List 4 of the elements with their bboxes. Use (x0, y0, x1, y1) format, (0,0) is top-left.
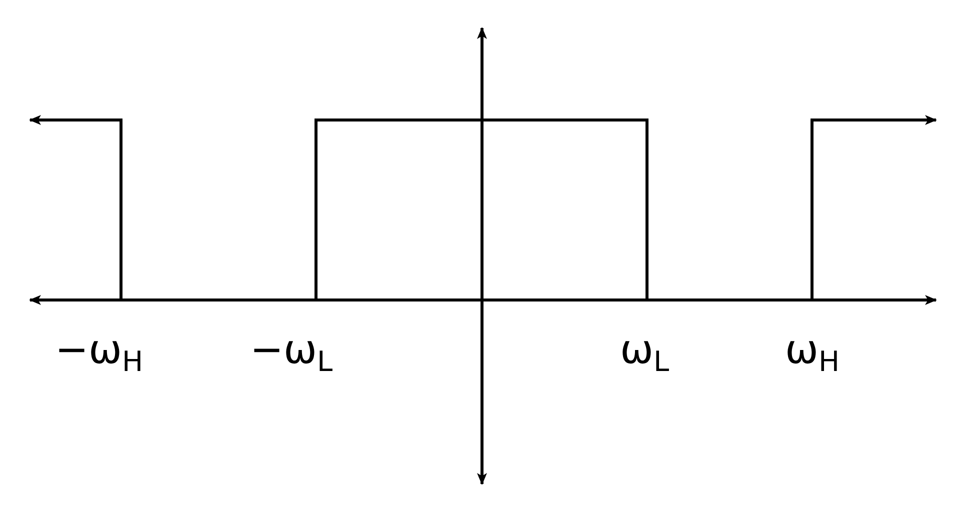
frequency-label: −ω$_{H}$ (55, 328, 144, 380)
frequency-label: ω$_{L}$ (620, 328, 670, 380)
frequency-label: −ω$_{L}$ (250, 328, 333, 380)
frequency-label: ω$_{H}$ (785, 328, 840, 380)
